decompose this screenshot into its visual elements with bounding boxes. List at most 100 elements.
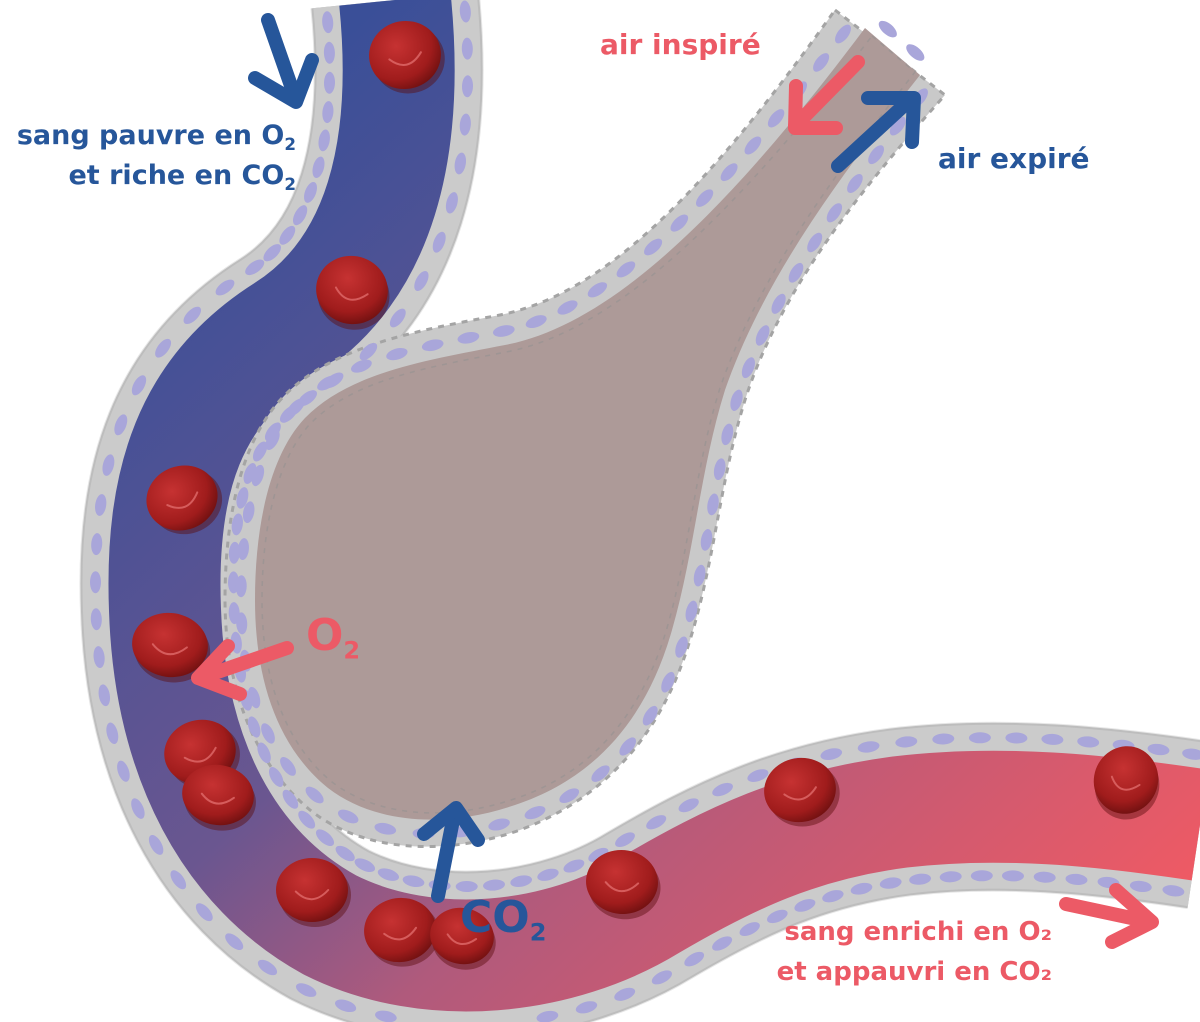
arrow-icon-o2-diffusion: [191, 639, 294, 701]
o2-label-text: O: [306, 610, 344, 661]
cell-nucleus: [252, 441, 268, 462]
cell-nucleus: [1147, 743, 1170, 756]
cell-nucleus: [317, 375, 337, 391]
cell-nucleus: [868, 145, 885, 165]
cell-nucleus: [713, 458, 726, 481]
cell-nucleus: [228, 541, 240, 564]
cell-nucleus: [932, 733, 955, 745]
cell-nucleus: [1162, 885, 1185, 897]
cell-nucleus: [155, 338, 172, 358]
cell-nucleus: [847, 174, 863, 193]
cell-nucleus: [525, 315, 547, 329]
cell-nucleus: [678, 798, 699, 813]
poor-blood-line2: et riche en CO2: [0, 156, 297, 196]
poor-blood-line1: sang pauvre en O2: [0, 116, 296, 156]
arrow-icon-blood-in: [248, 13, 319, 109]
cell-nucleus: [483, 879, 505, 891]
cell-nucleus: [131, 375, 147, 396]
cell-nucleus: [878, 20, 897, 38]
cell-nucleus: [968, 732, 991, 744]
cell-nucleus: [747, 769, 769, 782]
cell-nucleus: [242, 501, 255, 524]
cell-nucleus: [183, 306, 202, 325]
cell-nucleus: [335, 999, 357, 1013]
cell-nucleus: [323, 41, 335, 64]
cell-nucleus: [712, 936, 733, 951]
cell-nucleus: [195, 903, 213, 922]
red-blood-cell-icon: [369, 20, 445, 94]
cell-nucleus: [268, 767, 284, 787]
cell-nucleus: [559, 788, 580, 804]
cell-nucleus: [215, 279, 235, 296]
red-blood-cell-icon: [364, 897, 440, 967]
cell-nucleus: [461, 37, 473, 60]
cell-nucleus: [739, 922, 760, 937]
cell-nucleus: [148, 834, 164, 855]
cell-nucleus: [461, 75, 474, 98]
rich-blood-label: sang enrichi en O₂ et appauvri en CO₂: [700, 912, 1052, 992]
cell-nucleus: [707, 493, 719, 516]
cell-nucleus: [524, 806, 546, 820]
cell-nucleus: [354, 858, 376, 873]
cell-nucleus: [906, 44, 925, 61]
cell-nucleus: [231, 513, 243, 536]
cell-nucleus: [421, 339, 444, 352]
cell-nucleus: [389, 308, 406, 328]
cell-nucleus: [322, 101, 334, 124]
cell-nucleus: [850, 882, 873, 895]
cell-nucleus: [1129, 880, 1152, 893]
cell-nucleus: [730, 389, 743, 411]
cell-nucleus: [257, 742, 271, 764]
red-blood-cell-icon: [764, 757, 840, 827]
co2-label: CO2: [460, 892, 547, 947]
cell-nucleus: [1005, 732, 1028, 744]
cell-nucleus: [939, 871, 962, 883]
red-blood-cells: [132, 20, 1160, 970]
cell-nucleus: [236, 487, 249, 509]
cell-nucleus: [287, 398, 305, 416]
cell-nucleus: [315, 829, 335, 847]
cell-nucleus: [235, 575, 247, 598]
cell-nucleus: [445, 192, 458, 214]
rich-blood-line1: sang enrichi en O₂: [784, 917, 1052, 947]
cell-nucleus: [670, 214, 689, 232]
arrow-icon-blood-out: [1059, 883, 1159, 949]
poor-blood-label: sang pauvre en O2 et riche en CO2: [0, 116, 296, 196]
cell-nucleus: [588, 847, 609, 862]
cell-nucleus: [695, 189, 714, 207]
cell-nucleus: [492, 325, 515, 337]
co2-label-sub: 2: [529, 918, 547, 947]
cell-nucleus: [459, 0, 471, 23]
cell-nucleus: [767, 109, 785, 128]
cell-nucleus: [459, 113, 471, 136]
cell-nucleus: [712, 782, 733, 797]
cell-nucleus: [312, 156, 325, 179]
cell-nucleus: [755, 325, 770, 346]
cell-nucleus: [857, 741, 880, 753]
cell-nucleus: [675, 636, 688, 658]
cell-nucleus: [700, 529, 713, 551]
cell-nucleus: [374, 822, 397, 835]
cell-nucleus: [318, 129, 330, 152]
cell-nucleus: [807, 232, 823, 253]
cell-nucleus: [591, 765, 610, 782]
cell-nucleus: [114, 414, 128, 436]
cell-nucleus: [721, 423, 734, 446]
air-in-label: air inspiré: [600, 28, 761, 61]
cell-nucleus: [889, 116, 906, 136]
cell-nucleus: [359, 342, 378, 361]
cell-nucleus: [744, 136, 762, 155]
cell-nucleus: [1002, 870, 1024, 882]
cell-nucleus: [265, 429, 280, 450]
cell-nucleus: [563, 859, 585, 873]
alveolus-air-space: [255, 28, 920, 820]
cell-nucleus: [619, 737, 636, 756]
cell-nucleus: [646, 815, 667, 830]
poor-blood-line2-sub: 2: [284, 173, 296, 194]
cell-nucleus: [93, 646, 105, 669]
cell-nucleus: [337, 809, 359, 824]
cell-nucleus: [322, 11, 334, 34]
cell-nucleus: [414, 270, 429, 292]
cell-nucleus: [826, 203, 843, 223]
cell-nucleus: [90, 608, 102, 631]
